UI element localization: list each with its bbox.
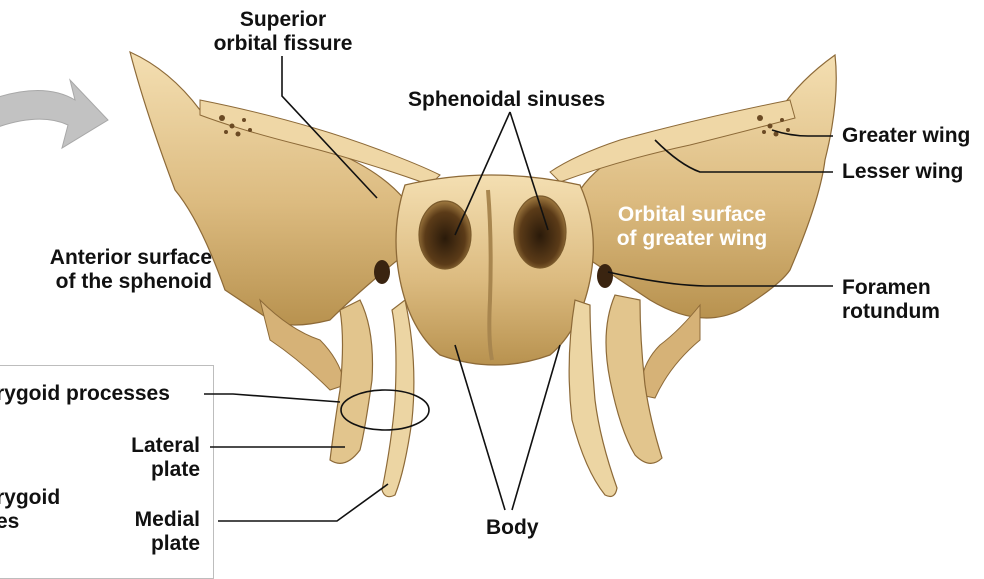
label-pterygoid-processes-bottom: rygoid es bbox=[0, 486, 60, 534]
left-sphenoidal-sinus-opening bbox=[419, 201, 471, 269]
label-anterior-surface: Anterior surface of the sphenoid bbox=[8, 246, 212, 294]
left-foramen-rotundum bbox=[374, 260, 390, 284]
label-foramen-rotundum: Foramen rotundum bbox=[842, 276, 940, 324]
right-greater-wing bbox=[575, 55, 836, 318]
label-sphenoidal-sinuses: Sphenoidal sinuses bbox=[408, 88, 605, 112]
label-body: Body bbox=[486, 516, 539, 540]
right-foramen-rotundum bbox=[597, 264, 613, 288]
left-medial-pterygoid-plate bbox=[382, 300, 414, 497]
label-greater-wing: Greater wing bbox=[842, 124, 970, 148]
label-lateral-plate: Lateral plate bbox=[100, 434, 200, 482]
label-superior-orbital-fissure: Superior orbital fissure bbox=[188, 8, 378, 56]
sphenoid-body bbox=[396, 175, 593, 365]
sinus-septum bbox=[488, 190, 492, 360]
right-infratemporal-part bbox=[640, 305, 700, 398]
label-medial-plate: Medial plate bbox=[100, 508, 200, 556]
label-lesser-wing: Lesser wing bbox=[842, 160, 963, 184]
label-orbital-surface: Orbital surface of greater wing bbox=[602, 203, 782, 251]
label-pterygoid-processes-top: rygoid processes bbox=[0, 382, 170, 406]
curved-arrow-icon bbox=[0, 80, 108, 148]
